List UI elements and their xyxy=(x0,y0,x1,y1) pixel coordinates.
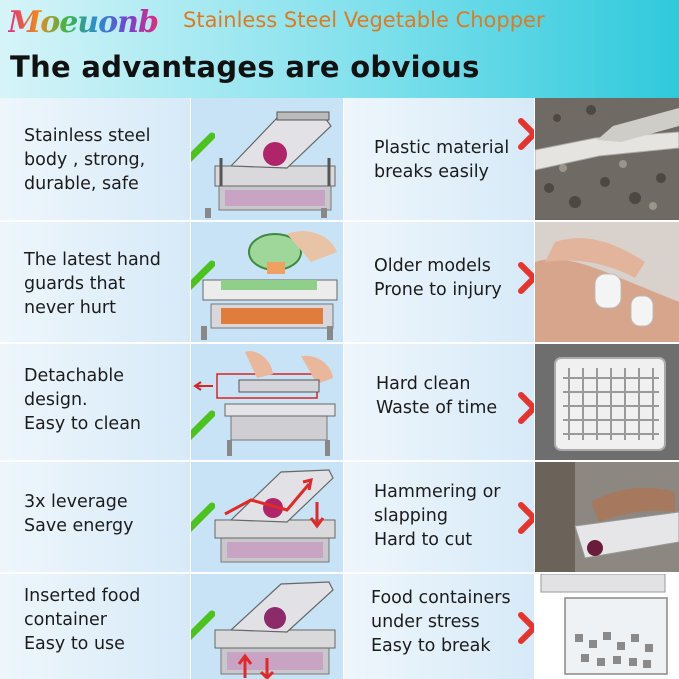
green-check-icon xyxy=(191,502,215,532)
advantage-line: Detachable xyxy=(24,366,125,386)
red-cross-icon xyxy=(518,392,534,424)
advantage-line: never hurt xyxy=(24,298,116,318)
brand-name: Moeuonb xyxy=(8,5,159,40)
drawback-text: Hard clean Waste of time xyxy=(376,372,497,420)
green-check-icon xyxy=(191,132,215,162)
broken-container-photo xyxy=(535,574,679,679)
chopper-container-image xyxy=(214,581,336,679)
injured-hand-photo xyxy=(535,222,679,342)
drawback-cell: Food containers under stress Easy to bre… xyxy=(344,574,534,679)
advantage-cell: The latest hand guards that never hurt xyxy=(0,222,190,342)
competitor-photo-cell xyxy=(535,98,679,220)
drawback-cell: Hard clean Waste of time xyxy=(344,344,534,460)
advantage-line: container xyxy=(24,610,107,630)
product-title: Stainless Steel Vegetable Chopper xyxy=(183,8,545,32)
advantage-line: Easy to use xyxy=(24,634,125,654)
competitor-photo-cell xyxy=(535,344,679,460)
advantage-cell: Detachable design. Easy to clean xyxy=(0,344,190,460)
comparison-table: Stainless steel body , strong, durable, … xyxy=(0,98,679,679)
product-image-cell xyxy=(191,222,343,342)
header-banner: Moeuonb Stainless Steel Vegetable Choppe… xyxy=(0,0,679,98)
advantage-line: 3x leverage xyxy=(24,492,128,512)
drawback-line: breaks easily xyxy=(374,162,489,182)
drawback-text: Food containers under stress Easy to bre… xyxy=(371,586,511,658)
chopper-product-image xyxy=(205,111,336,218)
red-cross-icon xyxy=(518,612,534,644)
advantage-cell: 3x leverage Save energy xyxy=(0,462,190,572)
advantage-line: guards that xyxy=(24,274,126,294)
drawback-cell: Older models Prone to injury xyxy=(344,222,534,342)
competitor-photo-cell xyxy=(535,222,679,342)
drawback-line: Older models xyxy=(374,256,491,276)
brand-logo: Moeuonb xyxy=(8,5,159,40)
advantage-line: Save energy xyxy=(24,516,134,536)
drawback-text: Older models Prone to injury xyxy=(374,254,502,302)
advantage-cell: Stainless steel body , strong, durable, … xyxy=(0,98,190,220)
competitor-photo-cell xyxy=(535,462,679,572)
advantage-line: body , strong, xyxy=(24,150,146,170)
comparison-row: 3x leverage Save energy Hammerin xyxy=(0,462,679,572)
advantage-text: Inserted food container Easy to use xyxy=(24,584,140,656)
comparison-row: The latest hand guards that never hurt xyxy=(0,222,679,342)
drawback-line: Prone to injury xyxy=(374,280,502,300)
grid-blade-photo xyxy=(535,344,679,460)
comparison-row: Stainless steel body , strong, durable, … xyxy=(0,98,679,220)
green-check-icon xyxy=(191,610,215,640)
red-cross-icon xyxy=(518,118,534,150)
advantage-line: Easy to clean xyxy=(24,414,142,434)
advantage-text: The latest hand guards that never hurt xyxy=(24,248,161,320)
drawback-cell: Hammering or slapping Hard to cut xyxy=(344,462,534,572)
hammering-hand-photo xyxy=(535,462,679,572)
competitor-photo-cell xyxy=(535,574,679,679)
advantage-line: design. xyxy=(24,390,88,410)
green-check-icon xyxy=(191,260,215,290)
chopper-hand-guard-image xyxy=(201,231,338,340)
chopper-leverage-image xyxy=(214,469,336,563)
advantage-text: Detachable design. Easy to clean xyxy=(24,364,141,436)
advantage-text: Stainless steel body , strong, durable, … xyxy=(24,124,150,196)
drawback-line: Hard to cut xyxy=(374,530,473,550)
drawback-text: Plastic material breaks easily xyxy=(374,136,509,184)
advantage-cell: Inserted food container Easy to use xyxy=(0,574,190,679)
product-image-cell xyxy=(191,98,343,220)
drawback-line: Hammering or xyxy=(374,482,501,502)
drawback-line: Easy to break xyxy=(371,636,491,656)
drawback-cell: Plastic material breaks easily xyxy=(344,98,534,220)
chopper-detachable-image xyxy=(193,351,336,456)
advantage-text: 3x leverage Save energy xyxy=(24,490,134,538)
green-check-icon xyxy=(191,410,215,440)
product-image-cell xyxy=(191,574,343,679)
product-image-cell xyxy=(191,344,343,460)
product-image-cell xyxy=(191,462,343,572)
drawback-line: slapping xyxy=(374,506,448,526)
advantage-line: Stainless steel xyxy=(24,126,151,146)
drawback-line: Food containers xyxy=(371,588,511,608)
comparison-row: Detachable design. Easy to clean xyxy=(0,344,679,460)
drawback-text: Hammering or slapping Hard to cut xyxy=(374,480,500,552)
advantage-line: durable, safe xyxy=(24,174,139,194)
advantage-line: The latest hand xyxy=(24,250,161,270)
drawback-line: Plastic material xyxy=(374,138,510,158)
comparison-row: Inserted food container Easy to use xyxy=(0,574,679,679)
red-cross-icon xyxy=(518,262,534,294)
drawback-line: Hard clean xyxy=(376,374,471,394)
headline: The advantages are obvious xyxy=(10,50,480,84)
red-cross-icon xyxy=(518,502,534,534)
drawback-line: Waste of time xyxy=(376,398,498,418)
advantage-line: Inserted food xyxy=(24,586,141,606)
broken-plastic-photo xyxy=(535,98,679,220)
drawback-line: under stress xyxy=(371,612,480,632)
